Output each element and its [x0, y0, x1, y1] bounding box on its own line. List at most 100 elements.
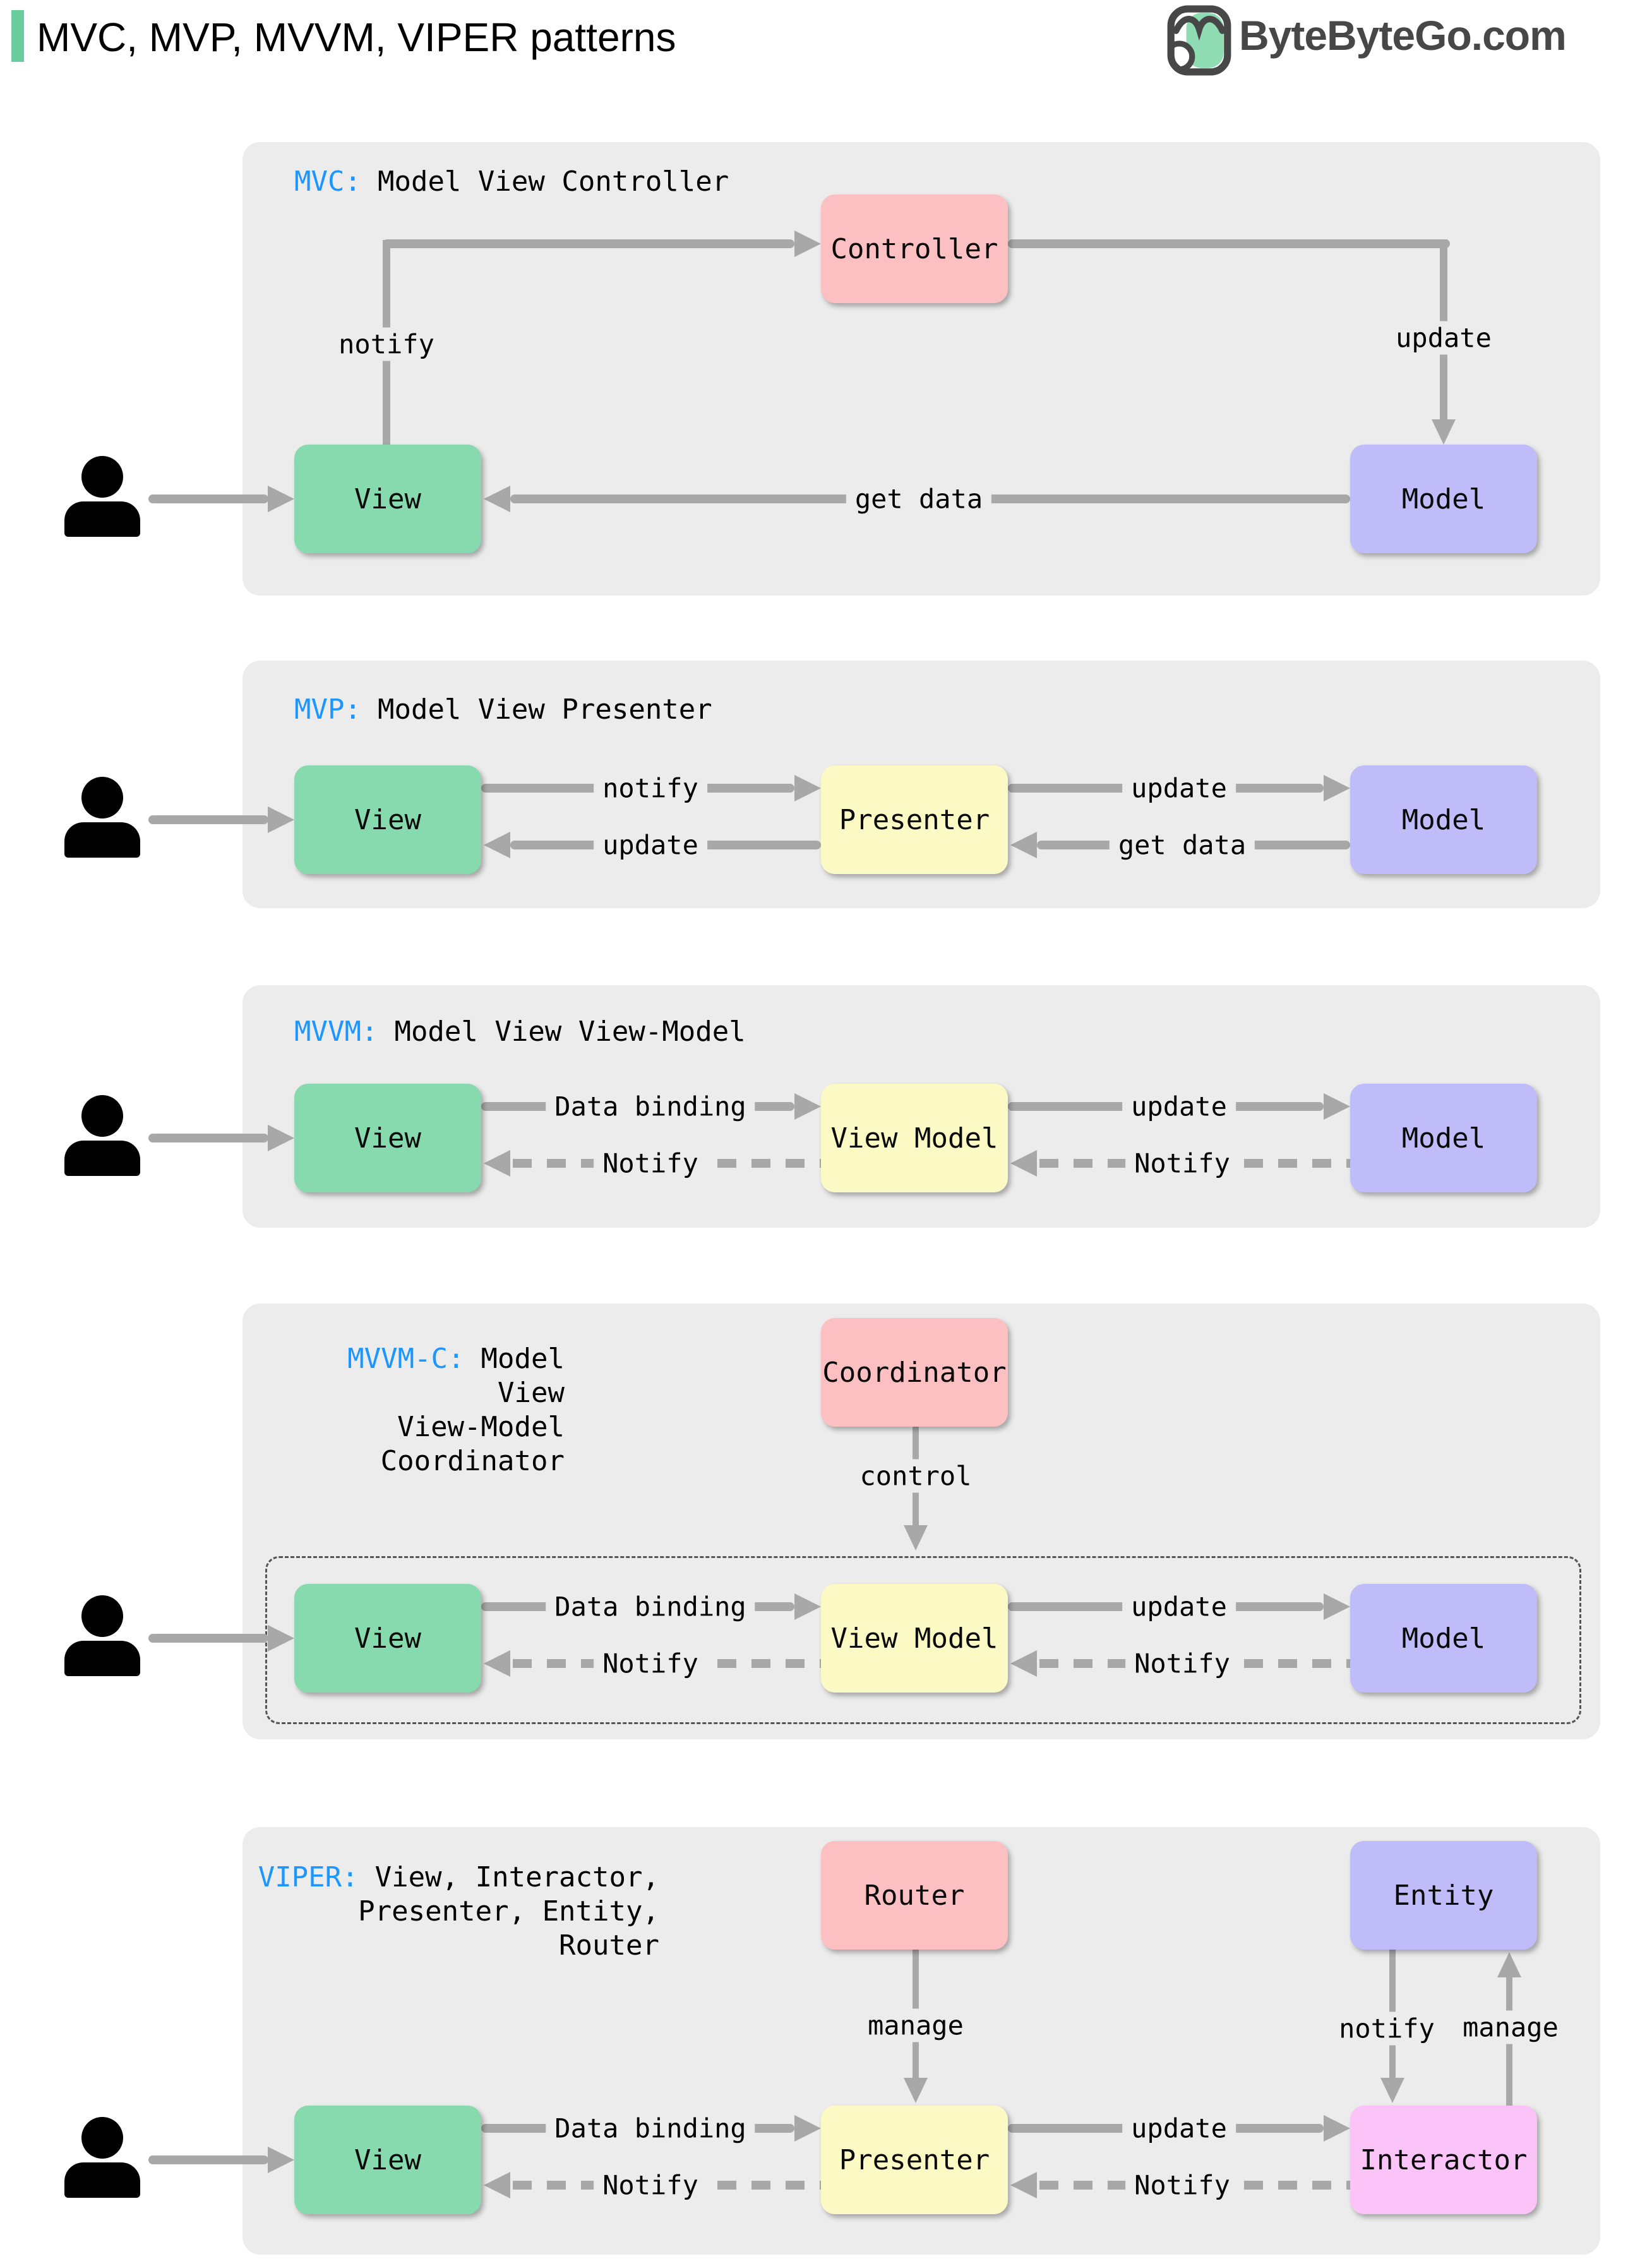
mvvm-databinding-arrowhead	[794, 1093, 821, 1120]
mvvmc-user-arrowhead	[268, 1625, 294, 1652]
viper-manage-entity-arrowhead	[1497, 1952, 1521, 1977]
viper-notify-right-arrowhead	[1010, 2172, 1037, 2198]
mvp-user-arrow-line	[148, 815, 268, 824]
mvvm-notify-left-arrowhead	[484, 1150, 510, 1177]
viper-interactor-box: Interactor	[1350, 2106, 1537, 2214]
user-icon-head	[81, 1095, 123, 1137]
viper-presenter-box: Presenter	[821, 2106, 1008, 2214]
mvp-presenter-box: Presenter	[821, 765, 1008, 874]
user-icon	[61, 1595, 143, 1676]
viper-entity-box: Entity	[1350, 1841, 1537, 1950]
mvc-user-arrow-line	[148, 495, 268, 503]
mvvm-update-arrowhead	[1324, 1093, 1350, 1120]
mvvmc-view-box: View	[294, 1584, 481, 1693]
viper-manage-entity-label: manage	[1454, 2010, 1567, 2044]
mvvm-view-box: View	[294, 1084, 481, 1192]
mvvm-notify-left-label: Notify	[594, 1146, 707, 1180]
user-icon	[61, 1095, 143, 1176]
mvp-title: MVP:Model View Presenter	[294, 693, 712, 726]
mvc-getdata-arrowhead	[484, 486, 510, 512]
mvc-view-box: View	[294, 445, 481, 553]
viper-update-arrowhead	[1324, 2115, 1350, 2142]
mvvm-databinding-label: Data binding	[546, 1089, 755, 1124]
mvvmc-user-arrow-line	[148, 1634, 268, 1643]
mvvm-notify-right-label: Notify	[1125, 1146, 1239, 1180]
viper-notify-entity-arrowhead	[1380, 2078, 1404, 2103]
mvc-update-arrowhead	[1432, 419, 1456, 445]
mvp-tag: MVP:	[294, 693, 361, 726]
mvc-notify-label: notify	[330, 327, 443, 361]
mvp-update-left-label: update	[594, 828, 707, 862]
viper-user-arrowhead	[268, 2147, 294, 2173]
viper-tag: VIPER:	[258, 1861, 359, 1893]
user-icon-head	[81, 2117, 123, 2159]
mvp-update-right-arrowhead	[1324, 775, 1350, 801]
viper-manage-router-label: manage	[859, 2008, 973, 2042]
bytebytego-logo-icon	[1167, 5, 1231, 76]
viper-view-box: View	[294, 2106, 481, 2214]
user-icon-torso	[64, 1141, 140, 1176]
mvvmc-control-label: control	[851, 1459, 981, 1493]
viper-notify-left-label: Notify	[594, 2168, 707, 2202]
mvc-tag: MVC:	[294, 165, 361, 198]
mvp-notify-label: notify	[594, 771, 707, 805]
mvp-getdata-arrowhead	[1010, 832, 1037, 858]
viper-user-arrow-line	[148, 2155, 268, 2164]
user-icon-head	[81, 1595, 123, 1637]
user-icon	[61, 777, 143, 858]
mvvmc-databinding-arrowhead	[794, 1593, 821, 1620]
mvc-notify-arrow-line-horizontal	[383, 239, 794, 248]
mvvm-user-arrow-line	[148, 1134, 268, 1142]
mvvmc-notify-left-arrowhead	[484, 1650, 510, 1677]
mvvm-viewmodel-box: View Model	[821, 1084, 1008, 1192]
mvvmc-coordinator-box: Coordinator	[821, 1318, 1008, 1427]
mvvm-model-box: Model	[1350, 1084, 1537, 1192]
mvp-update-right-label: update	[1122, 771, 1236, 805]
mvvmc-viewmodel-box: View Model	[821, 1584, 1008, 1693]
viper-update-label: update	[1122, 2111, 1236, 2145]
mvvmc-title: MVVM-C:Model View View-Model Coordinator	[347, 1343, 565, 1477]
mvvm-user-arrowhead	[268, 1125, 294, 1151]
mvvmc-control-arrowhead	[904, 1525, 928, 1550]
brand-name: ByteByteGo.com	[1239, 12, 1567, 59]
user-icon-torso	[64, 501, 140, 537]
mvc-user-arrowhead	[268, 486, 294, 512]
mvp-update-left-arrowhead	[484, 832, 510, 858]
viper-manage-router-arrowhead	[904, 2078, 928, 2103]
mvvmc-notify-right-arrowhead	[1010, 1650, 1037, 1677]
mvvmc-databinding-label: Data binding	[546, 1590, 755, 1624]
mvvmc-update-label: update	[1122, 1590, 1236, 1624]
mvp-user-arrowhead	[268, 806, 294, 833]
mvc-title: MVC:Model View Controller	[294, 165, 729, 198]
viper-router-box: Router	[821, 1841, 1008, 1950]
mvp-view-box: View	[294, 765, 481, 874]
mvc-getdata-label: get data	[846, 482, 992, 516]
mvvmc-model-box: Model	[1350, 1584, 1537, 1693]
mvp-notify-arrowhead	[794, 775, 821, 801]
user-icon-head	[81, 456, 123, 498]
user-icon	[61, 456, 143, 537]
mvc-model-box: Model	[1350, 445, 1537, 553]
mvvm-title: MVVM:Model View View-Model	[294, 1016, 746, 1048]
page-title: MVC, MVP, MVVM, VIPER patterns	[37, 15, 676, 60]
mvvmc-update-arrowhead	[1324, 1593, 1350, 1620]
user-icon-torso	[64, 822, 140, 858]
mvvm-notify-right-arrowhead	[1010, 1150, 1037, 1177]
viper-notify-entity-label: notify	[1330, 2011, 1444, 2046]
user-icon-torso	[64, 2162, 140, 2198]
mvvmc-tag: MVVM-C:	[347, 1343, 465, 1375]
viper-title: VIPER:View, Interactor, Presenter, Entit…	[258, 1861, 659, 1962]
mvvm-update-label: update	[1122, 1089, 1236, 1124]
mvc-update-label: update	[1387, 321, 1500, 355]
viper-notify-left-arrowhead	[484, 2172, 510, 2198]
viper-databinding-label: Data binding	[546, 2111, 755, 2145]
mvp-getdata-label: get data	[1109, 828, 1255, 862]
mvvmc-notify-right-label: Notify	[1125, 1646, 1239, 1681]
viper-databinding-arrowhead	[794, 2115, 821, 2142]
mvp-model-box: Model	[1350, 765, 1537, 874]
mvvm-tag: MVVM:	[294, 1016, 378, 1048]
mvc-controller-box: Controller	[821, 195, 1008, 303]
mvvmc-notify-left-label: Notify	[594, 1646, 707, 1681]
user-icon-head	[81, 777, 123, 818]
user-icon-torso	[64, 1641, 140, 1676]
